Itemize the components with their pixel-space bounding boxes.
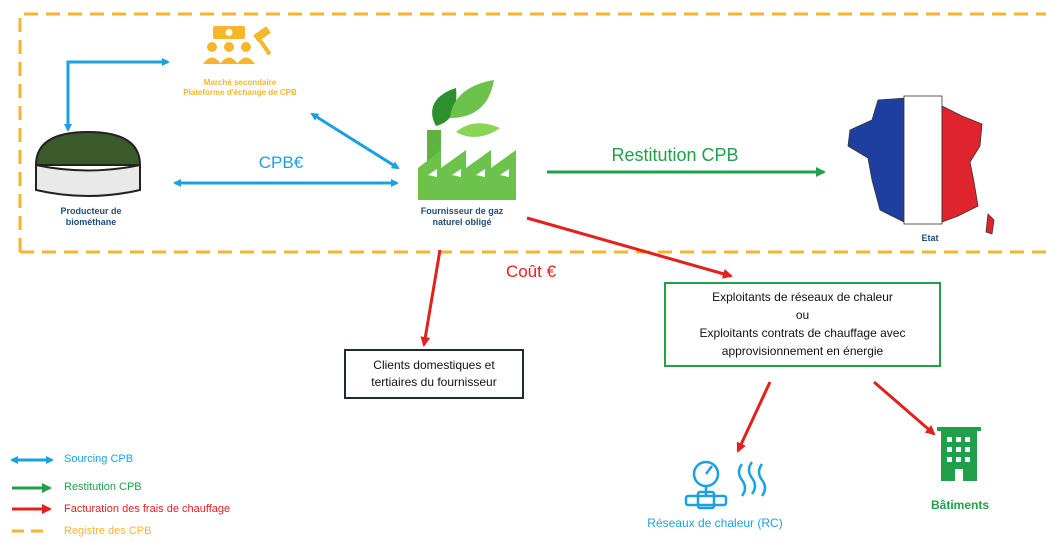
producteur-label-line2: biométhane [65,217,117,227]
marche-label-line2: Plateforme d'échange de CPB [183,88,297,97]
arrow-fournisseur-exploitants [526,216,733,279]
legend-registre: Registre des CPB [64,525,152,537]
cout-edge-label: Coût € [505,262,557,281]
factory-icon [418,80,516,200]
arrow-marche-fournisseur [310,112,400,170]
arrow-producteur-marche [64,58,170,132]
auction-icon [203,26,272,64]
legend-sourcing: Sourcing CPB [64,453,134,465]
france-map-icon [847,95,995,235]
restitution-edge-label: Restitution CPB [611,145,739,165]
marche-label: Marché secondaire Plateforme d'échange d… [160,78,320,98]
reseaux-label: Réseaux de chaleur (RC) [647,516,783,530]
fournisseur-label-line2: naturel obligé [432,217,492,227]
legend-facturation: Facturation des frais de chauffage [64,503,231,515]
fournisseur-label: Fournisseur de gaz naturel obligé [406,206,518,228]
marche-label-line1: Marché secondaire [203,78,277,87]
fournisseur-label-line1: Fournisseur de gaz [420,206,504,216]
arrow-exploitants-batiments [873,380,936,436]
exploitants-line4: approvisionnement en énergie [721,344,884,358]
digester-icon [34,130,142,197]
producteur-label-line1: Producteur de [60,206,122,216]
clients-line2: tertiaires du fournisseur [371,375,497,389]
exploitants-line1: Exploitants de réseaux de chaleur [712,290,893,304]
arrow-exploitants-reseaux [736,381,772,453]
registre-frame [18,12,1046,254]
exploitants-line3: Exploitants contrats de chauffage avec [699,326,906,340]
exploitants-box: Exploitants de réseaux de chaleur ou Exp… [664,282,941,367]
clients-line1: Clients domestiques et [373,358,495,372]
producteur-label: Producteur de biométhane [36,206,146,228]
exploitants-line2: ou [795,308,810,322]
arrow-fournisseur-clients [420,249,442,347]
clients-box: Clients domestiques et tertiaires du fou… [344,349,524,399]
batiments-label: Bâtiments [930,498,989,512]
heat-network-icon [684,460,767,510]
legend-restitution: Restitution CPB [64,481,142,493]
building-icon [937,427,981,481]
cpb-edge-label: CPB€ [258,153,304,172]
etat-label: Etat [921,233,939,243]
